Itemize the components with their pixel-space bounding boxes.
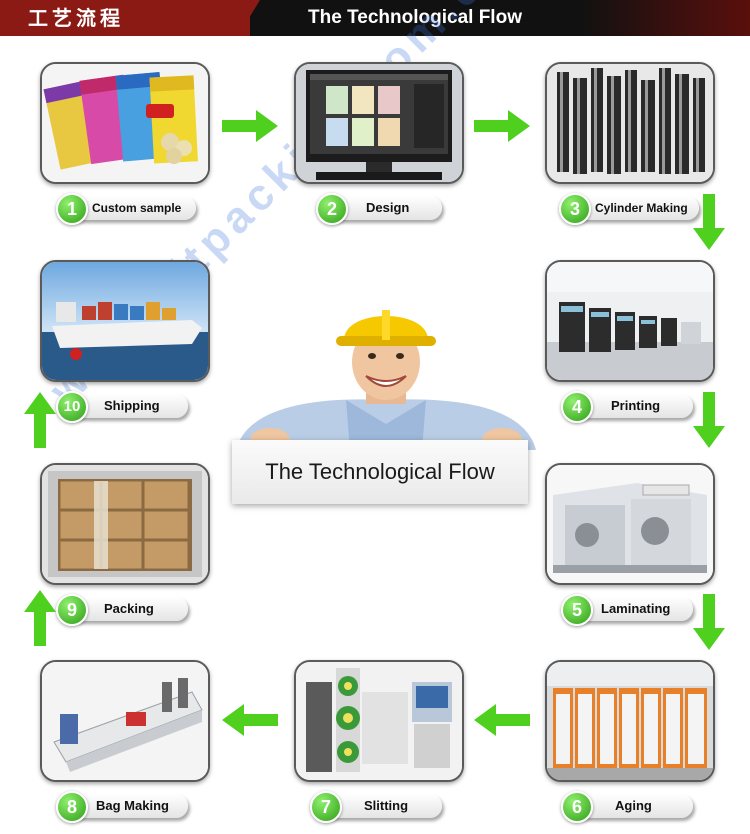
arrow-down-icon <box>693 194 725 250</box>
step-number-badge: 10 <box>56 391 88 423</box>
design-photo <box>294 62 464 184</box>
step-label: 4 Printing <box>561 391 693 423</box>
header-title-en: The Technological Flow <box>308 7 522 28</box>
custom-sample-photo <box>40 62 210 184</box>
arrow-right-icon <box>474 110 530 142</box>
bag-making-photo <box>40 660 210 782</box>
center-illustration: The Technological Flow <box>226 300 546 510</box>
step-number-badge: 7 <box>310 791 342 823</box>
step-label-text: Laminating <box>601 601 671 616</box>
step-number-badge: 5 <box>561 594 593 626</box>
laminating-photo <box>545 463 715 585</box>
step-label: 5 Laminating <box>561 594 693 626</box>
slitting-photo <box>294 660 464 782</box>
step-label: 9 Packing <box>56 594 188 626</box>
shipping-photo <box>40 260 210 382</box>
step-label-text: Shipping <box>104 398 160 413</box>
header-accent <box>580 0 750 36</box>
header-notch <box>238 0 260 36</box>
arrow-down-icon <box>693 392 725 448</box>
worker-illustration <box>236 310 536 452</box>
step-label-text: Design <box>366 200 410 215</box>
printing-photo <box>545 260 715 382</box>
step-label: 3 Cylinder Making <box>559 193 699 225</box>
header-title-cn: 工艺流程 <box>0 0 250 36</box>
arrow-down-icon <box>693 594 725 650</box>
step-label: 7 Slitting <box>310 791 442 823</box>
step-number-badge: 4 <box>561 391 593 423</box>
center-board: The Technological Flow <box>232 440 528 504</box>
arrow-left-icon <box>474 704 530 736</box>
step-label: 2 Design <box>316 193 442 225</box>
step-label: 8 Bag Making <box>56 791 188 823</box>
arrow-left-icon <box>222 704 278 736</box>
step-label: 6 Aging <box>561 791 693 823</box>
step-label-text: Aging <box>615 798 652 813</box>
step-label-text: Cylinder Making <box>595 201 688 215</box>
step-number-badge: 8 <box>56 791 88 823</box>
step-label: 1 Custom sample <box>56 193 196 225</box>
aging-photo <box>545 660 715 782</box>
step-number-badge: 3 <box>559 193 591 225</box>
step-number-badge: 2 <box>316 193 348 225</box>
step-label-text: Custom sample <box>92 201 182 215</box>
arrow-up-icon <box>24 590 56 646</box>
header-bar: 工艺流程 The Technological Flow <box>0 0 750 36</box>
step-number-badge: 9 <box>56 594 88 626</box>
packing-photo <box>40 463 210 585</box>
arrow-up-icon <box>24 392 56 448</box>
step-label-text: Slitting <box>364 798 409 813</box>
step-label-text: Packing <box>104 601 154 616</box>
step-label-text: Printing <box>611 398 661 413</box>
center-board-title: The Technological Flow <box>265 459 495 484</box>
step-number-badge: 6 <box>561 791 593 823</box>
arrow-right-icon <box>222 110 278 142</box>
step-label: 10 Shipping <box>56 391 188 423</box>
cylinder-making-photo <box>545 62 715 184</box>
step-number-badge: 1 <box>56 193 88 225</box>
step-label-text: Bag Making <box>96 798 169 813</box>
